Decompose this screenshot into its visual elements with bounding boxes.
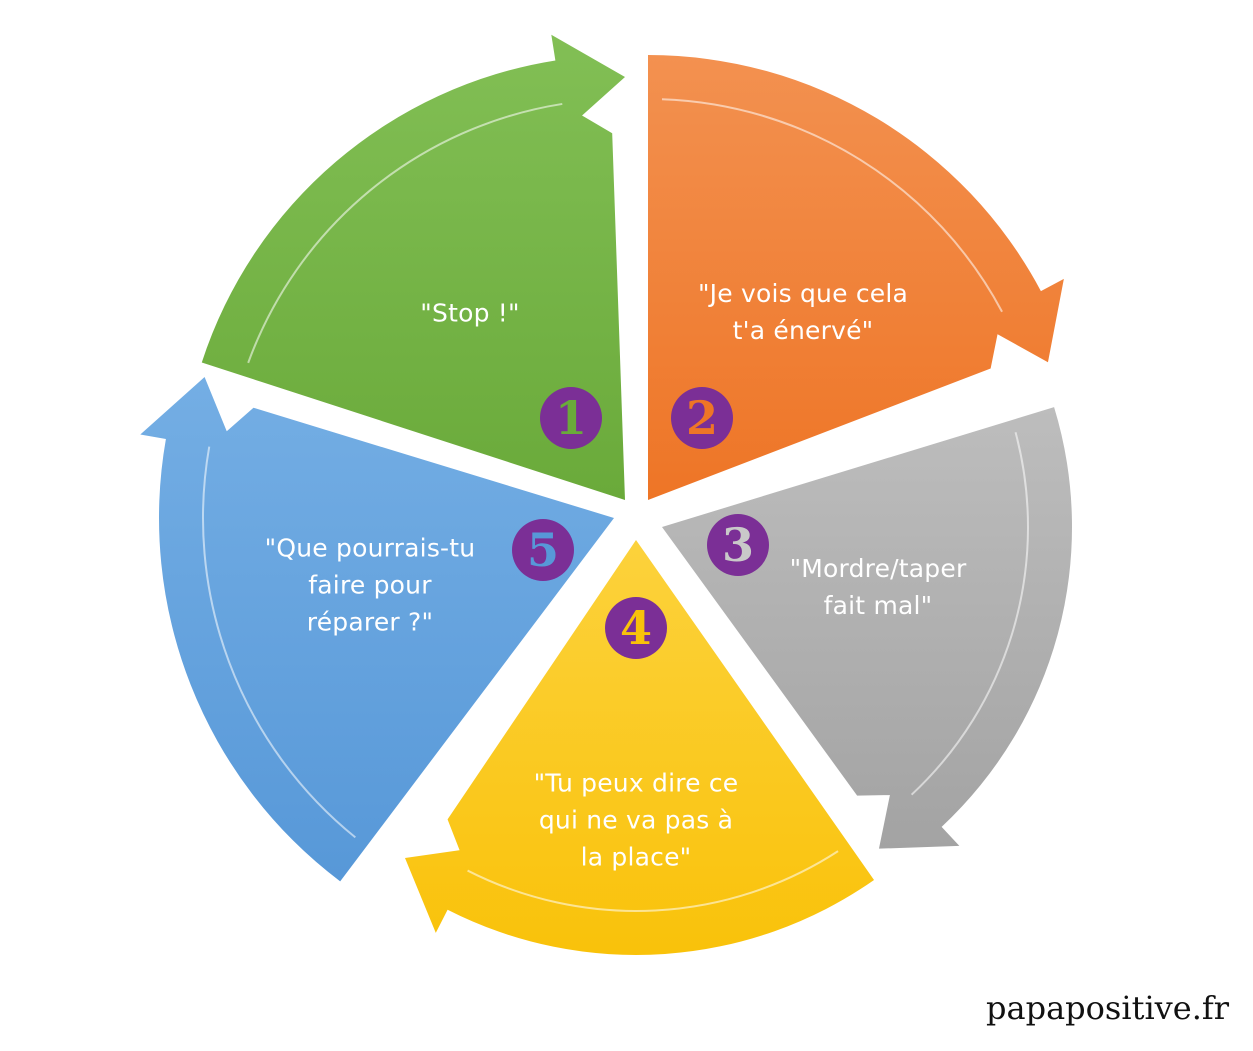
step-number-badge-4: 4 xyxy=(605,597,667,659)
step-label-2: "Je vois que cela t'a énervé" xyxy=(697,279,909,345)
step-number-badge-2: 2 xyxy=(671,387,733,449)
wedge-highlight-1 xyxy=(247,102,563,364)
wedge-arrow-5 xyxy=(140,377,614,882)
cycle-step-1 xyxy=(201,34,625,500)
step-label-5: "Que pourrais-tu faire pour réparer ?" xyxy=(264,533,476,637)
step-number-badge-1: 1 xyxy=(540,387,602,449)
cycle-step-2 xyxy=(648,55,1064,500)
wedge-highlight-5 xyxy=(202,446,356,839)
wedge-arrow-1 xyxy=(201,34,625,500)
wedge-arrow-3 xyxy=(662,407,1072,849)
wedge-highlight-4 xyxy=(467,850,839,912)
wedge-highlight-3 xyxy=(910,432,1029,796)
wedge-arrow-4 xyxy=(405,540,875,956)
wedge-highlight-2 xyxy=(661,98,1003,313)
step-label-3: "Mordre/taper fait mal" xyxy=(789,554,967,620)
step-label-1: "Stop !" xyxy=(420,298,520,328)
step-number-badge-3: 3 xyxy=(707,514,769,576)
site-watermark: papapositive.fr xyxy=(986,989,1229,1027)
step-number-badge-5: 5 xyxy=(512,519,574,581)
wedge-arrow-2 xyxy=(648,55,1064,500)
step-label-4: "Tu peux dire ce qui ne va pas à la plac… xyxy=(533,768,739,872)
cycle-step-5 xyxy=(140,377,614,882)
cycle-step-3 xyxy=(662,407,1072,849)
cycle-step-4 xyxy=(405,540,875,956)
